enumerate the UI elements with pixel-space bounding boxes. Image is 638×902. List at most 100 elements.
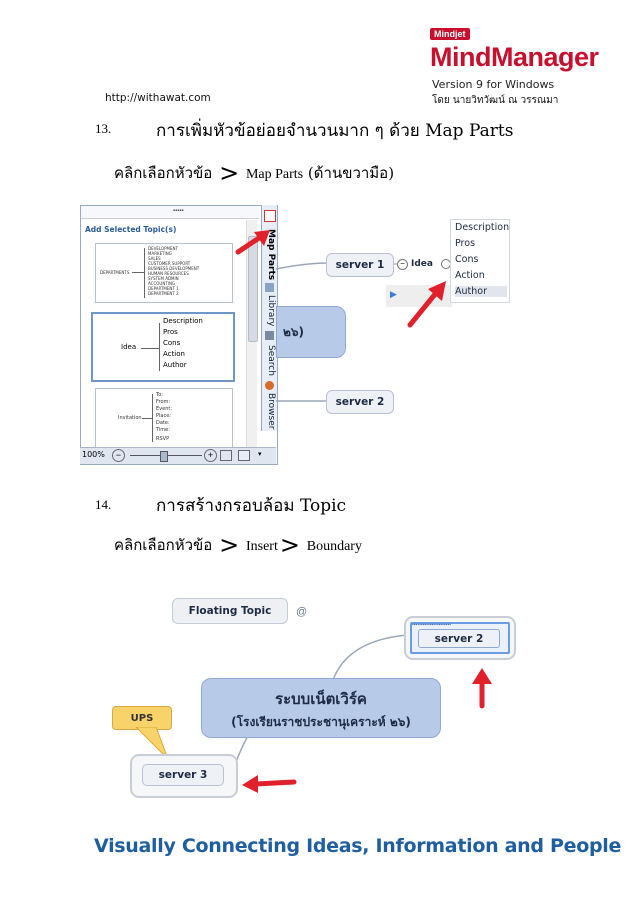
section13-instruction: คลิกเลือกหัวข้อ > Map Parts (ด้านขวามือ) — [114, 159, 394, 187]
instruction-thai: คลิกเลือกหัวข้อ — [114, 536, 213, 554]
collapse-icon[interactable]: − — [397, 259, 408, 270]
server2-selected-frame[interactable]: ▪▪▪▪▪▪▪▪▪▪▪▪▪▪▪▪▪▪▪▪▪▪ server 2 — [410, 622, 510, 654]
floating-topic[interactable]: Floating Topic — [172, 598, 288, 624]
map13-canvas: server 1 − Idea ▶ Description Pros Cons … — [276, 205, 534, 463]
website-url[interactable]: http://withawat.com — [105, 92, 211, 104]
central-topic-subtitle: (โรงเรียนราชประชานุเคราะห์ ๒๖) — [231, 715, 411, 729]
central-topic-title: ระบบเน็ตเวิร์ค — [275, 690, 367, 708]
footer-tagline: Visually Connecting Ideas, Information a… — [94, 835, 622, 857]
dropdown-chevron-icon[interactable]: ▾ — [258, 451, 262, 458]
tab-browser[interactable]: Browser — [266, 393, 276, 430]
zoom-slider-handle[interactable] — [160, 451, 168, 462]
boundary-server2[interactable]: ▪▪▪▪▪▪▪▪▪▪▪▪▪▪▪▪▪▪▪▪▪▪ server 2 — [404, 616, 516, 660]
part-thumb-departments[interactable]: DEPARTMENTS DEVELOPMENT MARKETING SALES … — [95, 243, 233, 303]
fit-map-icon[interactable] — [220, 450, 232, 461]
idea-item: Description — [163, 317, 203, 325]
idea-item: Pros — [163, 328, 178, 336]
add-selected-link[interactable]: Add Selected Topic(s) — [85, 225, 177, 234]
instruction-separator: > — [219, 531, 240, 559]
menu-item-cons[interactable]: Cons — [455, 254, 479, 265]
panel-top-strip: ▪▪▪▪▪ — [81, 206, 259, 219]
library-tab-icon[interactable] — [265, 283, 274, 292]
part-thumb-invitation[interactable]: Invitation To: From: Event: Place: Date:… — [95, 388, 233, 448]
menu-item-author[interactable]: Author — [455, 286, 507, 297]
org-item: DEPARTMENT 1 — [148, 286, 179, 291]
side-tab-strip: Map Parts Library Search Browser — [261, 205, 277, 431]
zoom-in-icon[interactable]: + — [204, 449, 217, 462]
idea-topic[interactable]: Idea — [411, 259, 433, 269]
org-item: DEPARTMENT 2 — [148, 291, 179, 296]
inv-item: RSVP — [156, 436, 170, 442]
tab-search[interactable]: Search — [266, 345, 276, 376]
inv-item: Place: — [156, 413, 171, 419]
server3-topic[interactable]: server 3 — [142, 764, 224, 786]
search-tab-icon[interactable] — [265, 331, 274, 340]
callout-pointer — [135, 727, 169, 760]
play-arrow-icon[interactable]: ▶ — [390, 289, 397, 299]
panel-scrollbar[interactable] — [246, 220, 258, 448]
zoom-out-icon[interactable]: − — [112, 449, 125, 462]
red-arrow-server2 — [472, 668, 492, 709]
central-topic[interactable]: ระบบเน็ตเวิร์ค (โรงเรียนราชประชานุเคราะห… — [201, 678, 441, 738]
idea-subtopics-menu: Description Pros Cons Action Author — [450, 219, 510, 303]
org-item: HUMAN RESOURCES — [148, 271, 189, 276]
section13-title: การเพิ่มหัวข้อย่อยจำนวนมาก ๆ ด้วย Map Pa… — [156, 121, 514, 141]
section14-title: การสร้างกรอบล้อม Topic — [156, 496, 347, 516]
inv-item: Time: — [156, 427, 170, 433]
menu-item-action[interactable]: Action — [455, 270, 485, 281]
instruction-separator: > — [279, 531, 300, 559]
org-item: ACCOUNTING — [148, 281, 176, 286]
server1-topic[interactable]: server 1 — [326, 253, 394, 277]
scrollbar-thumb[interactable] — [248, 236, 258, 342]
author-credit: โดย นายวิทวัฒน์ ณ วรรณมา — [432, 95, 559, 106]
menu-item-pros[interactable]: Pros — [455, 238, 476, 249]
mindmanager-logo: MindManager — [430, 42, 599, 72]
red-arrow-author — [407, 281, 446, 328]
server2-topic[interactable]: server 2 — [326, 390, 394, 414]
idea-root-label: Idea — [121, 343, 137, 351]
org-item: CUSTOMER SUPPORT — [148, 261, 191, 266]
attachment-icon: @ — [296, 606, 308, 618]
red-arrow-server3 — [242, 775, 297, 793]
instruction-boundary: Boundary — [306, 539, 362, 554]
org-item: SYSTEM ADMIN — [148, 276, 179, 281]
section14-instruction: คลิกเลือกหัวข้อ > Insert> Boundary — [114, 531, 362, 559]
instruction-separator: > — [219, 159, 240, 187]
inv-item: Date: — [156, 420, 170, 426]
zoom-level: 100% — [82, 450, 105, 459]
section14-number: 14. — [95, 497, 112, 512]
instruction-insert: Insert — [245, 539, 278, 554]
version-text: Version 9 for Windows — [432, 78, 555, 91]
instruction-map-parts: Map Parts — [245, 167, 304, 182]
more-dots-icon[interactable]: ▪▪▪▪▪ — [173, 208, 184, 214]
server2-topic-b[interactable]: server 2 — [418, 629, 500, 648]
org-item: MARKETING — [148, 251, 172, 256]
tab-map-parts[interactable]: Map Parts — [266, 229, 276, 281]
part-thumb-idea[interactable]: Idea Description Pros Cons Action Author — [91, 312, 235, 382]
org-item: DEVELOPMENT — [148, 246, 178, 251]
section13-number: 13. — [95, 121, 112, 136]
central-topic-partial[interactable]: ๒๖) — [276, 306, 346, 358]
idea-item: Action — [163, 350, 185, 358]
boundary-server3[interactable]: server 3 — [130, 754, 238, 798]
org-root-label: DEPARTMENTS — [100, 270, 130, 275]
inv-item: To: — [156, 392, 163, 398]
org-item: SALES — [148, 256, 161, 261]
menu-item-description[interactable]: Description — [455, 222, 510, 233]
map-parts-tab-icon[interactable] — [264, 210, 276, 222]
view-icon[interactable] — [238, 450, 250, 461]
inv-root-label: Invitation — [118, 415, 142, 421]
map14-canvas: Floating Topic @ ▪▪▪▪▪▪▪▪▪▪▪▪▪▪▪▪▪▪▪▪▪▪ … — [108, 590, 528, 805]
instruction-thai: คลิกเลือกหัวข้อ — [114, 164, 213, 182]
idea-item: Cons — [163, 339, 181, 347]
org-item: BUSINESS DEVELOPMENT — [148, 266, 200, 271]
inv-item: Event: — [156, 406, 173, 412]
inv-item: From: — [156, 399, 171, 405]
mindjet-badge: Mindjet — [430, 28, 470, 40]
zoom-bar: 100% − + ▾ — [80, 447, 276, 464]
idea-item: Author — [163, 361, 187, 369]
tab-library[interactable]: Library — [266, 295, 276, 327]
selection-handles-icon: ▪▪▪▪▪▪▪▪▪▪▪▪▪▪▪▪▪▪▪▪▪▪ — [412, 622, 451, 628]
instruction-tail: (ด้านขวามือ) — [307, 164, 395, 182]
browser-tab-icon[interactable] — [265, 381, 274, 390]
